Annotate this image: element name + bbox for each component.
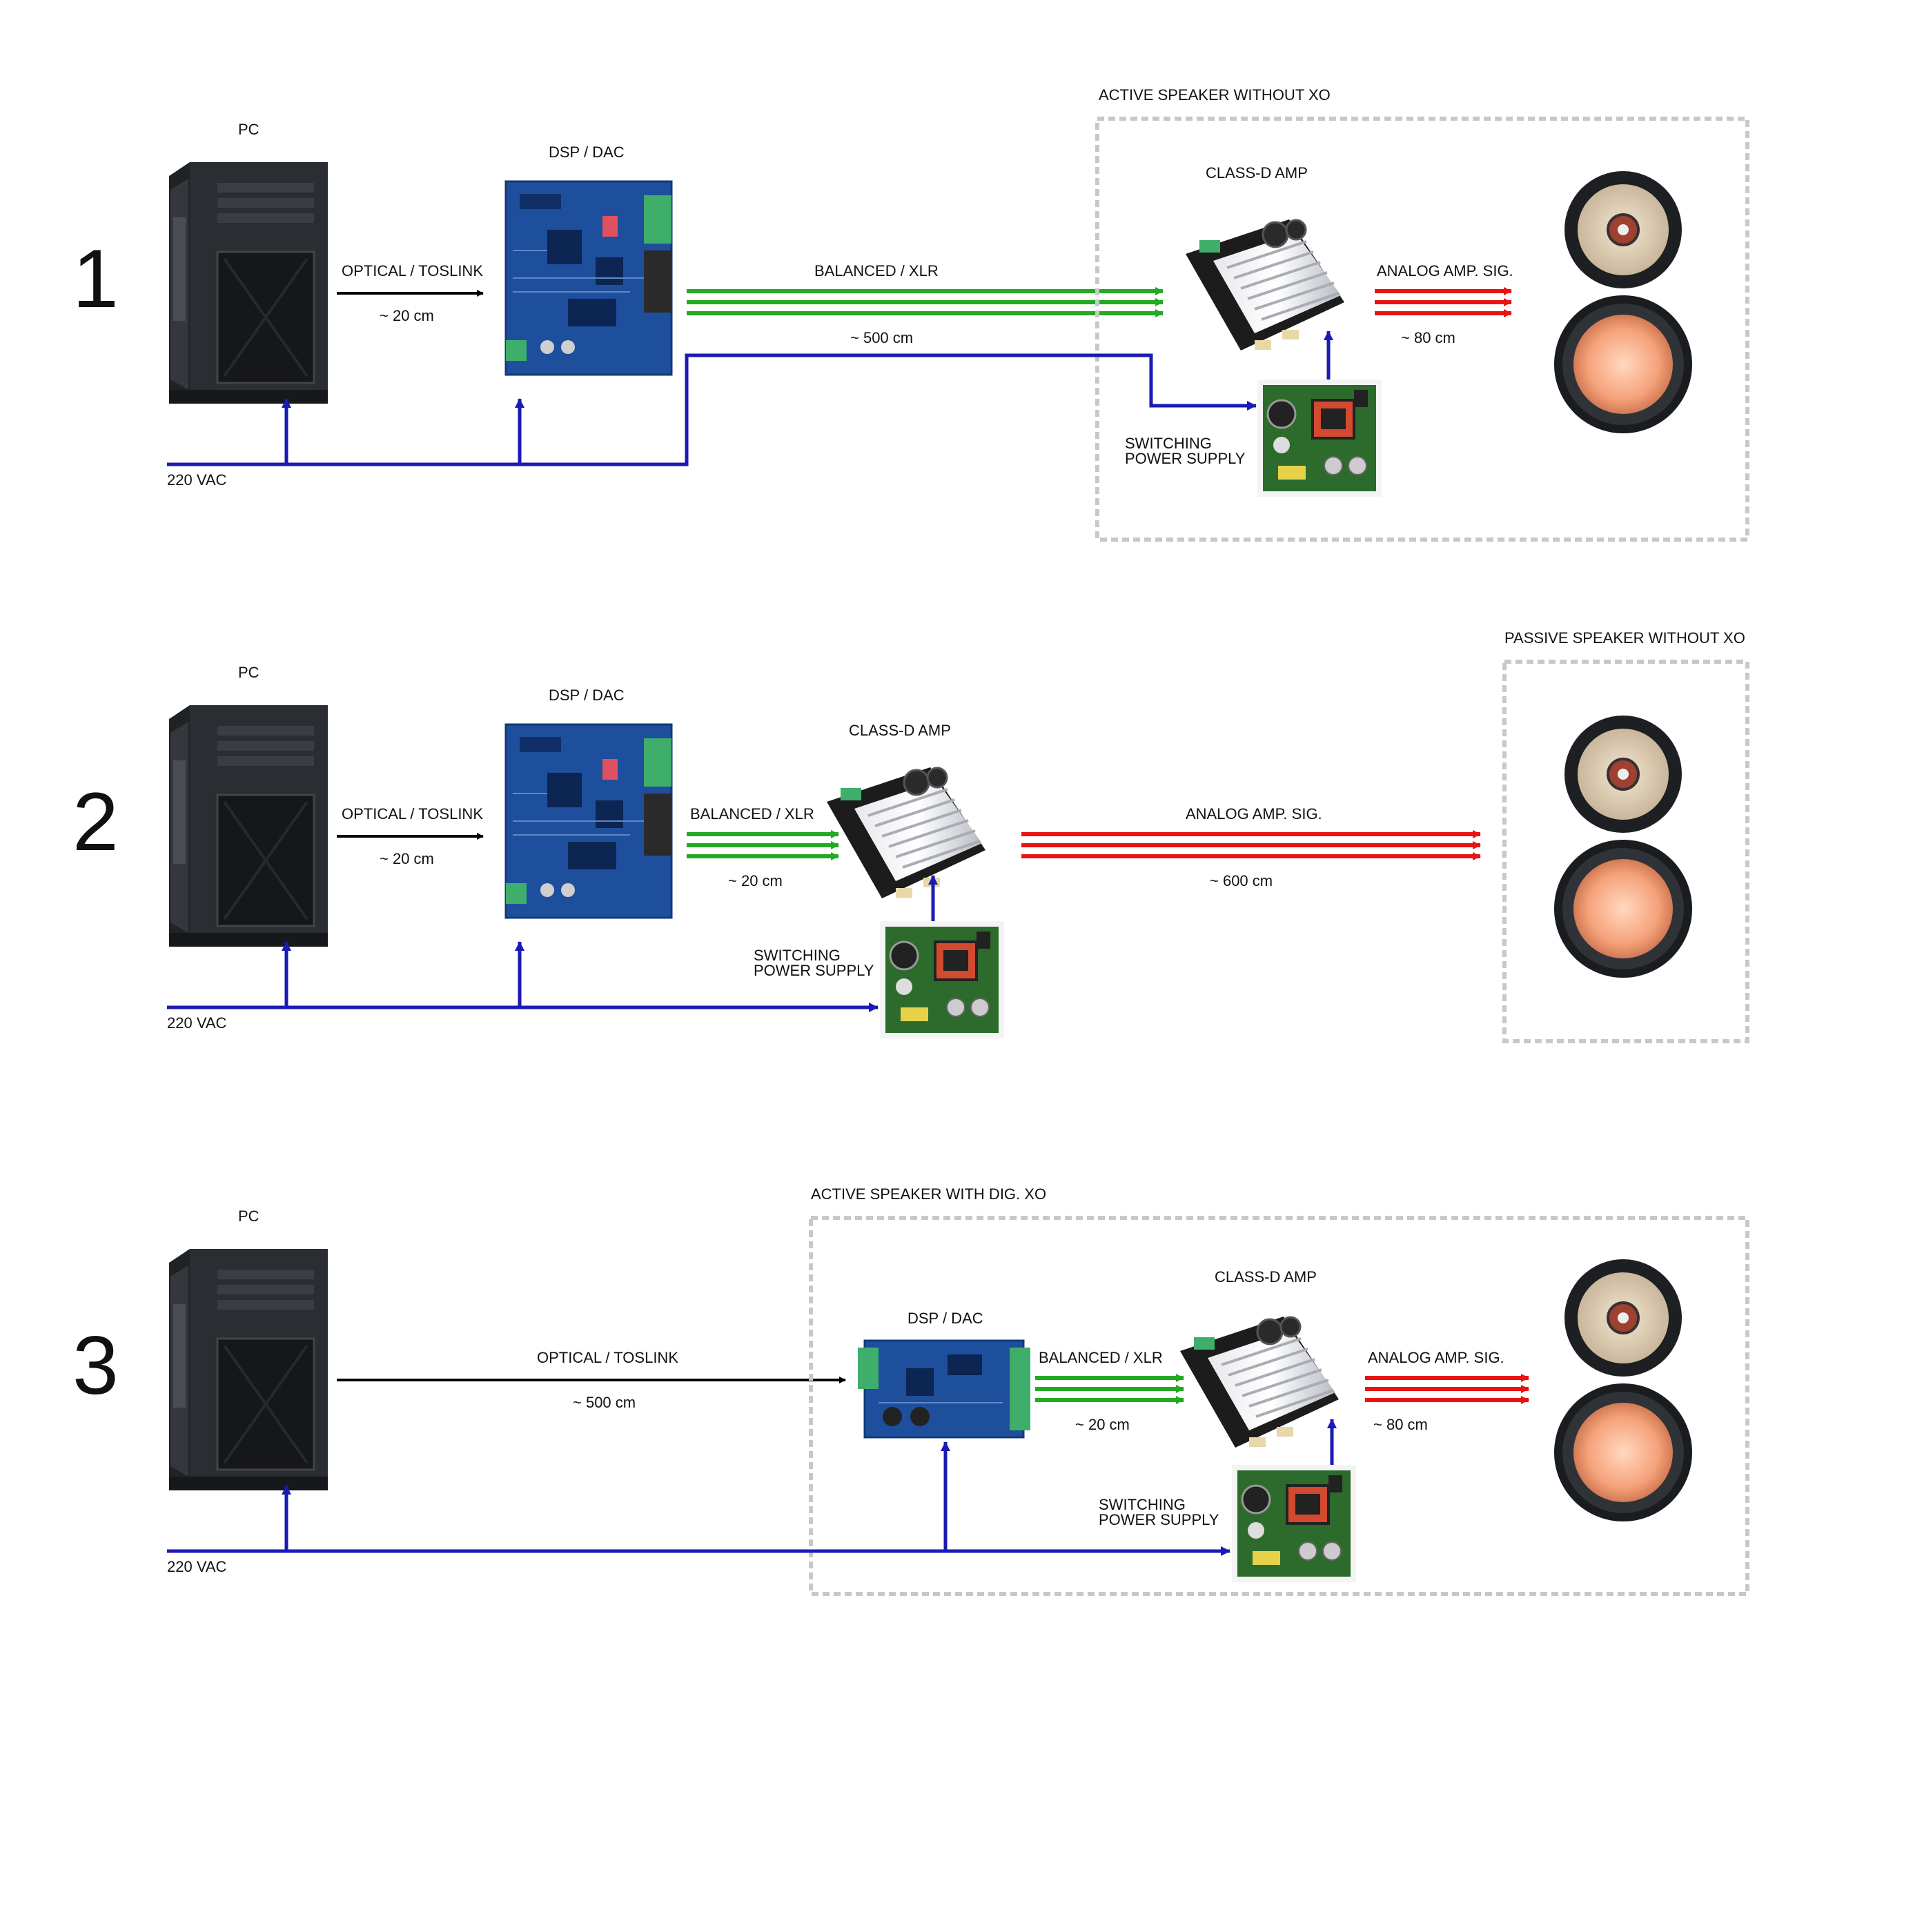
diagram-number: 1: [72, 233, 119, 325]
dsp-board-icon: [504, 180, 673, 376]
speaker-drivers-icon: [1553, 170, 1694, 435]
dsp-label: DSP / DAC: [908, 1310, 983, 1327]
psu-label-line2: POWER SUPPLY: [1125, 450, 1246, 467]
pc-tower-icon: [168, 704, 329, 948]
pc-label: PC: [238, 121, 259, 138]
optical-label: OPTICAL / TOSLINK: [537, 1349, 678, 1366]
amp-label: CLASS-D AMP: [1206, 164, 1308, 181]
optical-label: OPTICAL / TOSLINK: [342, 262, 483, 279]
vac-label: 220 VAC: [167, 471, 227, 489]
optical-length: ~ 500 cm: [573, 1394, 636, 1411]
diagram-3: 3 PC OPTICAL / TOSLINK ~ 500 cm ACTIVE SPEAK…: [72, 1185, 1749, 1596]
balanced-label: BALANCED / XLR: [814, 262, 939, 279]
dsp-label: DSP / DAC: [549, 687, 625, 704]
speaker-drivers-icon: [1553, 1258, 1694, 1523]
analog-label: ANALOG AMP. SIG.: [1368, 1349, 1504, 1366]
balanced-label: BALANCED / XLR: [1039, 1349, 1163, 1366]
psu-label-line2: POWER SUPPLY: [754, 962, 874, 979]
psu-label-line1: SWITCHING: [754, 947, 841, 964]
optical-length: ~ 20 cm: [380, 850, 434, 867]
enclosure-label: ACTIVE SPEAKER WITH DIG. XO: [811, 1185, 1046, 1203]
speaker-drivers-icon: [1553, 714, 1694, 979]
balanced-length: ~ 20 cm: [1075, 1416, 1130, 1433]
dsp-label: DSP / DAC: [549, 144, 625, 161]
enclosure-label: PASSIVE SPEAKER WITHOUT XO: [1504, 629, 1745, 647]
analog-label: ANALOG AMP. SIG.: [1377, 262, 1513, 279]
diagram-1: 1 PC OPTICAL / TOSLINK ~ 20 cm DSP / DAC BALA…: [72, 86, 1749, 542]
enclosure-box: [1095, 117, 1749, 542]
optical-length: ~ 20 cm: [380, 307, 434, 324]
switching-psu-icon: [879, 920, 1005, 1040]
vac-label: 220 VAC: [167, 1558, 227, 1575]
vac-label: 220 VAC: [167, 1014, 227, 1032]
power-line: [167, 353, 1257, 466]
dsp-board-icon: [504, 723, 673, 919]
diagram-number: 3: [72, 1319, 119, 1412]
pc-tower-icon: [168, 1248, 329, 1492]
switching-psu-icon: [1256, 378, 1383, 498]
balanced-label: BALANCED / XLR: [690, 805, 814, 822]
psu-label-line2: POWER SUPPLY: [1099, 1511, 1219, 1528]
analog-length: ~ 80 cm: [1373, 1416, 1428, 1433]
analog-length: ~ 600 cm: [1210, 872, 1273, 889]
dsp-board-icon: [856, 1339, 1032, 1439]
enclosure-box: [809, 1216, 1749, 1596]
class-d-amp-icon: [1179, 1315, 1340, 1449]
analog-length: ~ 80 cm: [1401, 329, 1455, 346]
pc-tower-icon: [168, 161, 329, 405]
optical-label: OPTICAL / TOSLINK: [342, 805, 483, 822]
amp-label: CLASS-D AMP: [1215, 1268, 1317, 1285]
psu-label-line1: SWITCHING: [1099, 1496, 1186, 1513]
switching-psu-icon: [1230, 1463, 1357, 1584]
enclosure-label: ACTIVE SPEAKER WITHOUT XO: [1099, 86, 1331, 103]
analog-label: ANALOG AMP. SIG.: [1186, 805, 1322, 822]
pc-label: PC: [238, 1208, 259, 1225]
psu-label-line1: SWITCHING: [1125, 435, 1212, 452]
class-d-amp-icon: [1184, 218, 1346, 352]
class-d-amp-icon: [825, 766, 987, 900]
pc-label: PC: [238, 664, 259, 681]
diagram-number: 2: [72, 776, 119, 868]
amp-label: CLASS-D AMP: [849, 722, 951, 739]
balanced-length: ~ 500 cm: [850, 329, 913, 346]
diagram-2: 2 PC OPTICAL / TOSLINK ~ 20 cm DSP / DAC BALA…: [72, 629, 1749, 1043]
enclosure-box: [1502, 660, 1749, 1043]
balanced-length: ~ 20 cm: [728, 872, 783, 889]
